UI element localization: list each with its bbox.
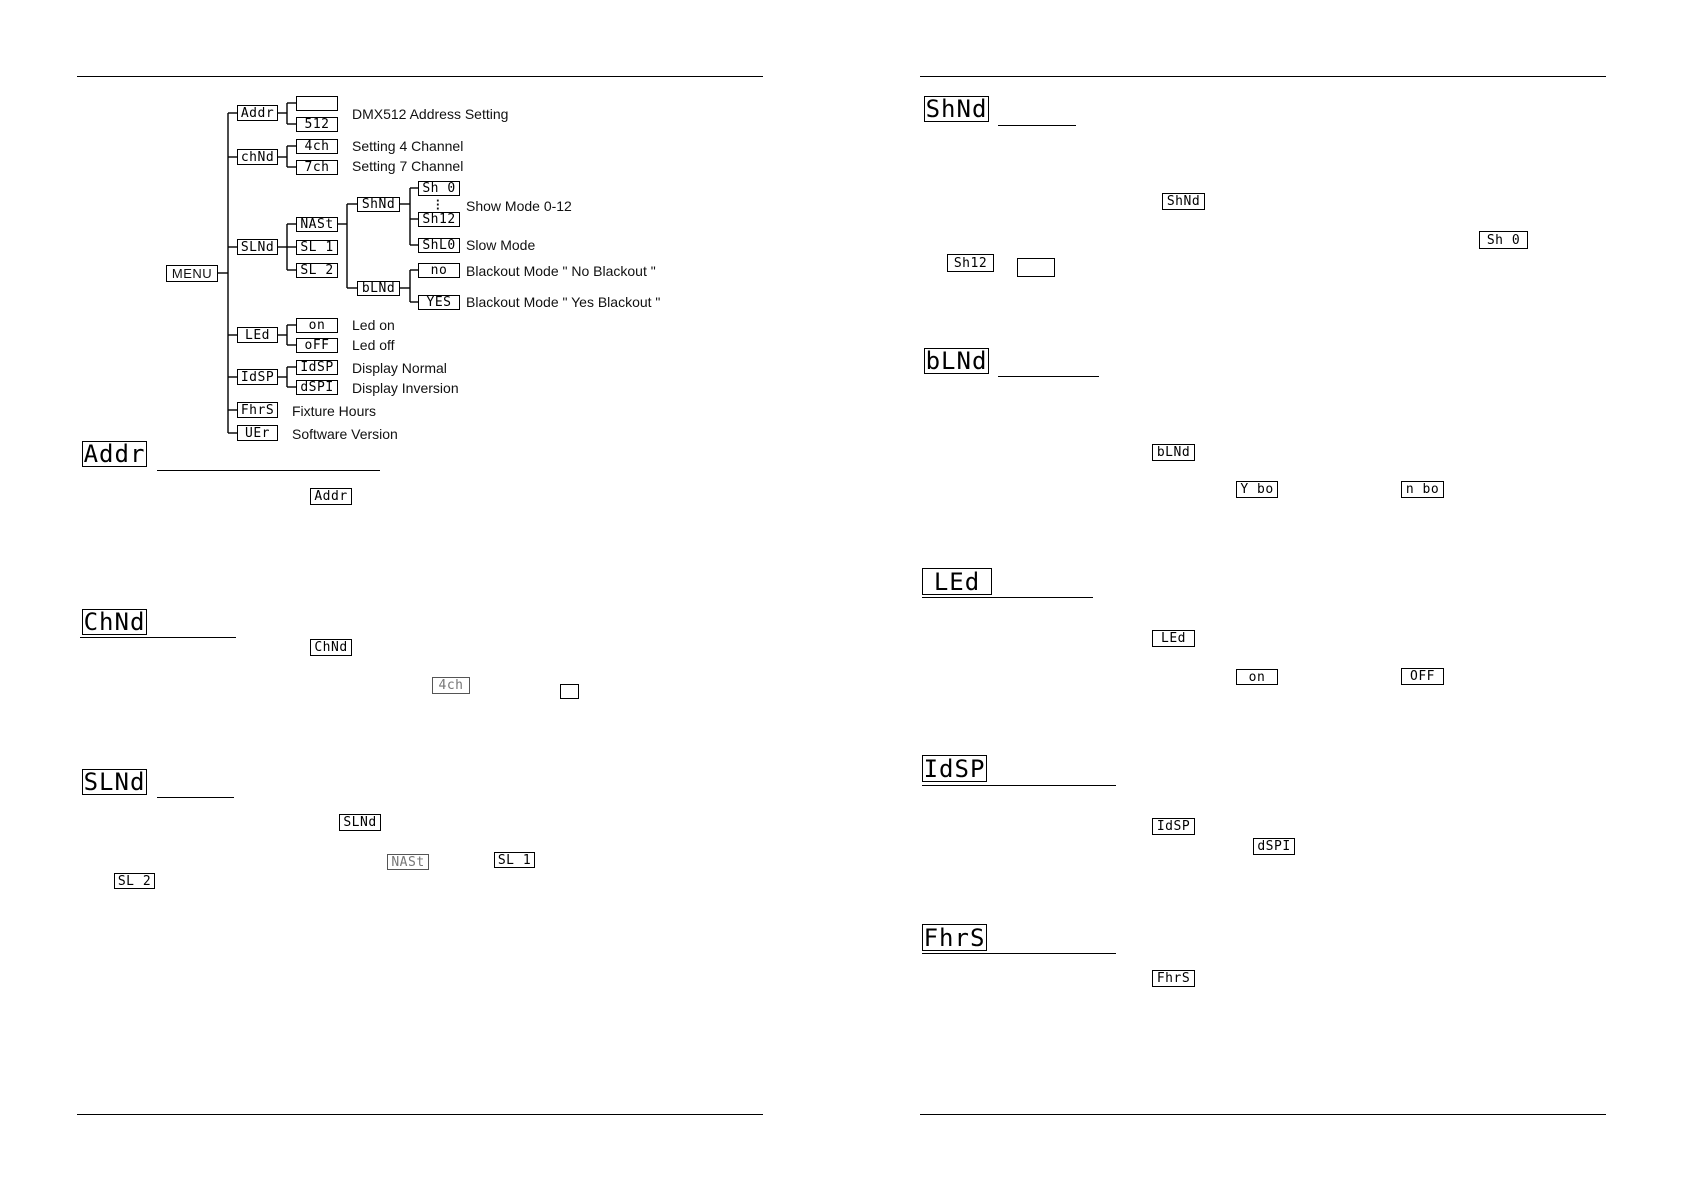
slnd-heading-underline xyxy=(157,797,234,798)
chnd-7ch-label: Setting 7 Channel xyxy=(352,158,464,174)
slow-mode-label: Slow Mode xyxy=(466,237,536,253)
left-page-top-rule xyxy=(77,76,763,77)
shnd-sh12-inline-lcd: Sh12 xyxy=(947,254,994,272)
chnd-heading-underline xyxy=(80,637,236,638)
chnd-empty-box xyxy=(560,684,579,699)
idsp-heading-underline xyxy=(922,785,1116,786)
menu-root-box: MENU xyxy=(166,265,218,282)
software-version-label: Software Version xyxy=(292,426,398,442)
idsp-inversion-lcd: dSPI xyxy=(296,380,338,395)
shnd-heading-underline xyxy=(998,125,1076,126)
led-off-inline-lcd: OFF xyxy=(1401,668,1444,685)
blackout-no-lcd: no xyxy=(418,263,460,278)
chnd-inline-lcd: ChNd xyxy=(310,639,352,656)
menu-chnd-lcd: chNd xyxy=(237,149,278,165)
addr-inline-lcd: Addr xyxy=(310,488,352,505)
fhrs-heading-lcd: FhrS xyxy=(922,923,987,952)
ellipsis-vertical-icon: ··· xyxy=(436,193,441,216)
chnd-heading-lcd: ChNd xyxy=(82,608,147,636)
slnd-nast-inline-lcd: NASt xyxy=(387,854,429,870)
menu-led-lcd: LEd xyxy=(237,327,278,343)
slnd-nast-lcd: NASt xyxy=(296,217,338,232)
display-normal-label: Display Normal xyxy=(352,360,447,376)
slnd-heading-lcd: SLNd xyxy=(82,768,147,796)
idsp-dspi-inline-lcd: dSPI xyxy=(1253,838,1295,855)
show-mode-label: Show Mode 0-12 xyxy=(466,198,572,214)
chnd-7ch-lcd: 7ch xyxy=(296,160,338,175)
led-heading-lcd: LEd xyxy=(922,568,992,595)
blnd-heading-underline xyxy=(998,376,1099,377)
menu-uer-lcd: UEr xyxy=(237,425,278,441)
chnd-4ch-lcd: 4ch xyxy=(296,139,338,154)
led-on-label: Led on xyxy=(352,317,395,333)
addr-512-lcd: 512 xyxy=(296,117,338,132)
blnd-heading-lcd: bLNd xyxy=(924,347,989,375)
slow-mode-lcd: ShL0 xyxy=(418,238,460,253)
blnd-inline-lcd: bLNd xyxy=(1152,444,1195,461)
led-on-inline-lcd: on xyxy=(1236,669,1278,685)
chnd-4ch-label: Setting 4 Channel xyxy=(352,138,464,154)
idsp-normal-lcd: IdSP xyxy=(296,360,338,375)
addr-label: DMX512 Address Setting xyxy=(352,106,509,122)
shnd-empty-box xyxy=(1017,258,1055,277)
shnd-heading-lcd: ShNd xyxy=(924,95,989,123)
menu-slnd-lcd: SLNd xyxy=(237,239,278,255)
shnd-lcd: ShNd xyxy=(357,197,400,212)
left-page-bottom-rule xyxy=(77,1114,763,1115)
addr-digits-lcd xyxy=(296,96,338,111)
fhrs-heading-underline xyxy=(922,953,1116,954)
slnd-sl2-lcd: SL 2 xyxy=(296,263,338,278)
shnd-sh0-inline-lcd: Sh 0 xyxy=(1479,231,1528,249)
blackout-yes-lcd: YES xyxy=(418,295,460,310)
chnd-4ch-inline-lcd: 4ch xyxy=(432,677,470,694)
blnd-no-inline-lcd: n bo xyxy=(1401,481,1444,498)
led-heading-underline xyxy=(922,597,1093,598)
blackout-yes-label: Blackout Mode " Yes Blackout " xyxy=(466,294,661,310)
slnd-sl1-inline-lcd: SL 1 xyxy=(494,852,535,868)
right-page-top-rule xyxy=(920,76,1606,77)
fhrs-inline-lcd: FhrS xyxy=(1152,970,1195,987)
led-off-lcd: oFF xyxy=(296,338,338,353)
menu-addr-lcd: Addr xyxy=(237,105,278,121)
shnd-inline-lcd: ShNd xyxy=(1162,193,1205,210)
blnd-yes-inline-lcd: Y bo xyxy=(1236,481,1278,498)
menu-fhrs-lcd: FhrS xyxy=(237,402,278,418)
led-off-label: Led off xyxy=(352,337,395,353)
show-mode-12-lcd: Sh12 xyxy=(418,212,460,227)
slnd-sl1-lcd: SL 1 xyxy=(296,240,338,255)
idsp-heading-lcd: IdSP xyxy=(922,754,987,783)
addr-heading-lcd: Addr xyxy=(82,440,147,468)
display-inversion-label: Display Inversion xyxy=(352,380,459,396)
idsp-inline-lcd: IdSP xyxy=(1152,818,1195,835)
led-on-lcd: on xyxy=(296,318,338,333)
right-page-bottom-rule xyxy=(920,1114,1606,1115)
slnd-inline-lcd: SLNd xyxy=(339,814,381,831)
fixture-hours-label: Fixture Hours xyxy=(292,403,377,419)
blnd-lcd: bLNd xyxy=(357,281,400,296)
menu-idsp-lcd: IdSP xyxy=(237,369,278,385)
slnd-sl2-inline-lcd: SL 2 xyxy=(114,873,155,889)
led-inline-lcd: LEd xyxy=(1152,630,1195,647)
show-mode-0-lcd: Sh 0 xyxy=(418,181,460,196)
blackout-no-label: Blackout Mode " No Blackout " xyxy=(466,263,656,279)
addr-heading-underline xyxy=(157,470,380,471)
